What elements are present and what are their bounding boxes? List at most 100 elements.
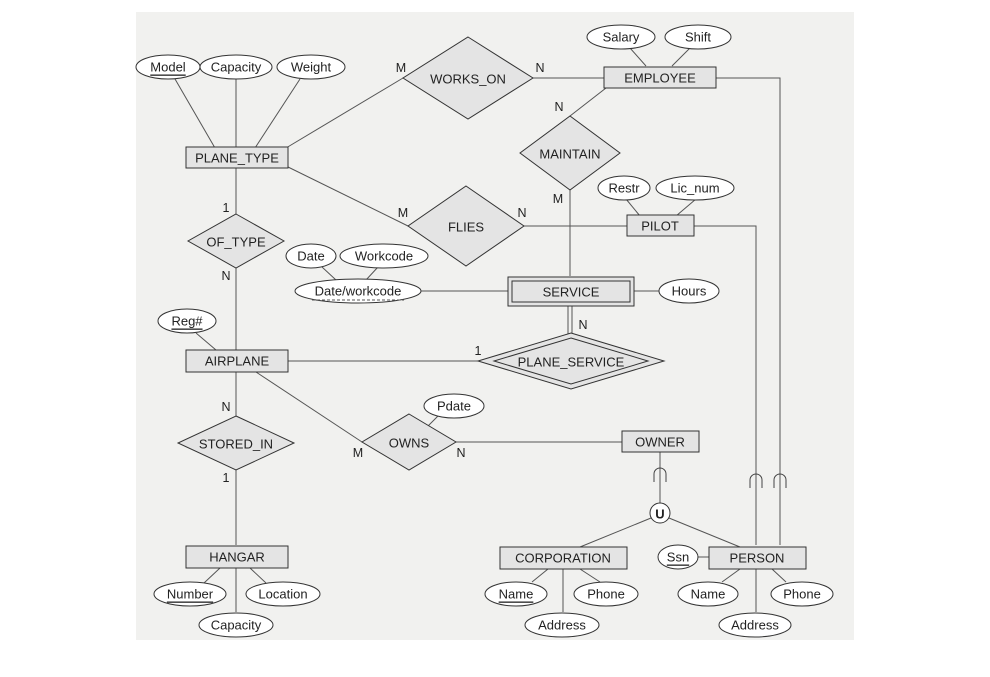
- attr-lic-num-label: Lic_num: [670, 181, 719, 196]
- attr-ssn[interactable]: Ssn: [657, 544, 699, 570]
- subset-symbol-employee: [773, 473, 787, 488]
- entity-person[interactable]: PERSON: [708, 546, 807, 570]
- attr-name-person[interactable]: Name: [677, 581, 739, 607]
- attr-location-label: Location: [258, 587, 307, 602]
- entity-person-label: PERSON: [730, 551, 785, 566]
- edge-airplane-owns: [255, 371, 363, 443]
- attr-restr[interactable]: Restr: [597, 175, 651, 201]
- edge-pt-flies: [285, 165, 409, 227]
- card-stored-in-hg: 1: [223, 471, 230, 485]
- attr-phone-corp-label: Phone: [587, 587, 625, 602]
- attr-weight[interactable]: Weight: [276, 54, 346, 80]
- attr-model[interactable]: Model: [135, 54, 201, 80]
- attr-name-person-label: Name: [691, 587, 726, 602]
- attr-hours[interactable]: Hours: [658, 278, 720, 304]
- edge-reg: [195, 332, 217, 351]
- attr-phone-corp[interactable]: Phone: [573, 581, 639, 607]
- edge-workcode: [365, 266, 379, 281]
- edge-phone-corp: [579, 568, 601, 583]
- attr-workcode-label: Workcode: [355, 249, 413, 264]
- entity-airplane[interactable]: AIRPLANE: [185, 349, 289, 373]
- rel-flies[interactable]: FLIES: [407, 185, 525, 267]
- entity-pilot[interactable]: PILOT: [626, 214, 695, 237]
- attr-date[interactable]: Date: [285, 243, 337, 269]
- attr-shift[interactable]: Shift: [664, 24, 732, 50]
- rel-stored-in-label: STORED_IN: [199, 437, 273, 452]
- edge-model: [174, 78, 216, 149]
- card-flies-pilot: N: [517, 206, 526, 220]
- attr-shift-label: Shift: [685, 30, 711, 45]
- entity-employee[interactable]: EMPLOYEE: [603, 66, 717, 89]
- attr-salary-label: Salary: [603, 30, 640, 45]
- attr-pdate[interactable]: Pdate: [423, 393, 485, 419]
- cardinalities: M N N M M N 1 N 1 N N 1 M N: [221, 61, 587, 485]
- diagram-background: [136, 12, 854, 640]
- attr-date-workcode[interactable]: Date/workcode: [294, 278, 422, 304]
- attr-name-corp-label: Name: [499, 587, 534, 602]
- entity-employee-label: EMPLOYEE: [624, 71, 696, 86]
- attr-reg[interactable]: Reg#: [157, 308, 217, 334]
- entity-plane-type[interactable]: PLANE_TYPE: [185, 146, 289, 169]
- attr-capacity-pt-label: Capacity: [211, 60, 262, 75]
- attr-pdate-label: Pdate: [437, 399, 471, 414]
- rel-owns-label: OWNS: [389, 436, 430, 451]
- attr-date-label: Date: [297, 249, 324, 264]
- attr-number[interactable]: Number: [153, 581, 227, 607]
- union-label: U: [655, 507, 664, 522]
- entity-hangar[interactable]: HANGAR: [185, 545, 289, 569]
- card-maintain-emp: N: [554, 100, 563, 114]
- attr-capacity-h[interactable]: Capacity: [198, 612, 274, 638]
- edge-weight: [254, 78, 301, 149]
- union-circle: [649, 502, 671, 524]
- rel-owns[interactable]: OWNS: [361, 413, 457, 471]
- card-owns-owner: N: [456, 446, 465, 460]
- attr-salary[interactable]: Salary: [586, 24, 656, 50]
- entity-plane-type-label: PLANE_TYPE: [195, 151, 279, 166]
- attr-address-corp-label: Address: [538, 618, 586, 633]
- edge-pilot-person: [694, 225, 757, 545]
- attr-capacity-h-label: Capacity: [211, 618, 262, 633]
- attr-address-person[interactable]: Address: [718, 612, 792, 638]
- rel-of-type[interactable]: OF_TYPE: [186, 213, 286, 269]
- entity-service[interactable]: SERVICE: [507, 276, 635, 307]
- attr-ssn-label: Ssn: [667, 550, 689, 565]
- entity-owner[interactable]: OWNER: [621, 430, 700, 453]
- edge-employee-person: [716, 77, 781, 545]
- edge-date: [321, 266, 337, 281]
- card-works-on-emp: N: [535, 61, 544, 75]
- subset-symbol-owner: [653, 467, 667, 482]
- attr-capacity-pt[interactable]: Capacity: [199, 54, 273, 80]
- card-owns-ap: M: [353, 446, 363, 460]
- card-of-type-ap: N: [221, 269, 230, 283]
- attr-lic-num[interactable]: Lic_num: [655, 175, 735, 201]
- edge-name-corp: [531, 568, 549, 583]
- rel-works-on-label: WORKS_ON: [430, 72, 506, 87]
- edge-name-person: [721, 568, 741, 583]
- card-stored-in-ap: N: [221, 400, 230, 414]
- attr-address-person-label: Address: [731, 618, 779, 633]
- attr-model-label: Model: [150, 60, 186, 75]
- entity-pilot-label: PILOT: [641, 219, 679, 234]
- attr-name-corp[interactable]: Name: [484, 581, 548, 607]
- attr-phone-person[interactable]: Phone: [770, 581, 834, 607]
- card-plane-service-ap: 1: [475, 344, 482, 358]
- attr-address-corp[interactable]: Address: [524, 612, 600, 638]
- rel-works-on[interactable]: WORKS_ON: [402, 36, 534, 120]
- attr-reg-label: Reg#: [171, 314, 203, 329]
- entity-hangar-label: HANGAR: [209, 550, 265, 565]
- subset-symbol-pilot: [749, 473, 763, 488]
- rel-stored-in[interactable]: STORED_IN: [176, 415, 296, 471]
- edge-union-person: [668, 517, 741, 548]
- subset-symbols: [653, 467, 787, 488]
- attr-restr-label: Restr: [608, 181, 640, 196]
- rel-maintain[interactable]: MAINTAIN: [519, 115, 621, 191]
- card-of-type-pt: 1: [223, 201, 230, 215]
- rel-plane-service[interactable]: PLANE_SERVICE: [476, 332, 666, 390]
- edge-shift: [671, 47, 691, 67]
- rel-maintain-label: MAINTAIN: [539, 147, 600, 162]
- entity-corporation[interactable]: CORPORATION: [499, 546, 628, 570]
- edges: [174, 47, 787, 612]
- attr-location[interactable]: Location: [245, 581, 321, 607]
- attr-workcode[interactable]: Workcode: [339, 243, 429, 269]
